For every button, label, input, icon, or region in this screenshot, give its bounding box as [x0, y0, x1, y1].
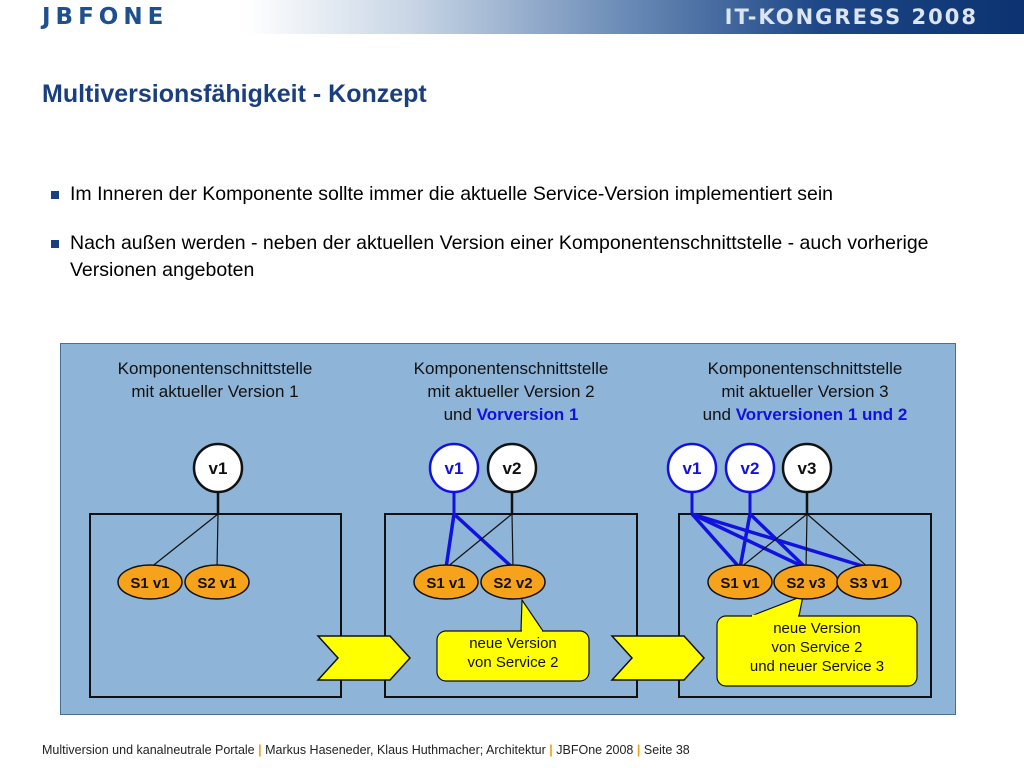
bullet-item: Im Inneren der Komponente sollte immer d… — [50, 181, 990, 208]
footer-event: JBFOne 2008 — [556, 743, 634, 757]
panel-caption: und Vorversion 1 — [444, 405, 579, 424]
footer-authors: Markus Haseneder, Klaus Huthmacher; Arch… — [265, 743, 546, 757]
service-label: S2 v2 — [493, 575, 532, 592]
slide-title: Multiversionsfähigkeit - Konzept — [42, 80, 427, 108]
version-circle — [781, 442, 833, 494]
version-circle — [724, 442, 776, 494]
note-text: und neuer Service 3 — [750, 658, 884, 675]
service-ellipse — [836, 564, 902, 600]
component-box — [89, 513, 342, 698]
bullet-list: Im Inneren der Komponente sollte immer d… — [50, 181, 990, 306]
footer-page: Seite 38 — [643, 743, 690, 757]
header-band — [0, 0, 1024, 34]
version-circle — [666, 442, 718, 494]
bullet-text: Im Inneren der Komponente sollte immer d… — [70, 183, 834, 205]
note-box — [436, 630, 590, 682]
connection-line — [805, 513, 808, 569]
version-label: v1 — [683, 459, 702, 478]
panel-caption: mit aktueller Version 1 — [131, 382, 298, 401]
connection-line — [691, 512, 807, 570]
connection-line — [216, 513, 219, 569]
version-circle — [486, 442, 538, 494]
transition-arrow-icon — [316, 635, 412, 681]
connection-line — [511, 513, 514, 569]
panel-caption: Komponentenschnittstelle — [708, 359, 903, 378]
service-label: S2 v3 — [786, 575, 825, 592]
connection-line — [739, 513, 808, 569]
square-bullet-icon — [51, 191, 59, 199]
note-text: neue Version — [773, 620, 861, 637]
connection-line — [806, 513, 870, 569]
version-circle — [192, 442, 244, 494]
footer-separator: | — [258, 743, 266, 757]
note-text: von Service 2 — [468, 654, 559, 671]
service-ellipse — [184, 564, 250, 600]
footer-topic: Multiversion und kanalneutrale Portale — [42, 743, 255, 757]
company-logo: JBFONE — [42, 4, 169, 30]
event-title: IT-KONGRESS 2008 — [724, 5, 978, 29]
version-label: v1 — [445, 459, 464, 478]
bullet-text: Nach außen werden - neben der aktuellen … — [70, 232, 929, 281]
connection-line — [690, 512, 742, 570]
version-label: v2 — [503, 459, 522, 478]
square-bullet-icon — [51, 240, 59, 248]
version-label: v3 — [798, 459, 817, 478]
version-label: v1 — [209, 459, 228, 478]
connection-line — [748, 512, 808, 570]
note-text: neue Version — [469, 635, 557, 652]
panel-caption: Komponentenschnittstelle — [118, 359, 313, 378]
component-box — [678, 513, 932, 698]
note-text: von Service 2 — [772, 639, 863, 656]
service-label: S2 v1 — [197, 575, 236, 592]
connection-line — [149, 513, 219, 569]
connection-line — [738, 513, 752, 569]
panel-caption: Komponentenschnittstelle — [414, 359, 609, 378]
connection-line — [452, 512, 515, 570]
transition-arrow-icon — [610, 635, 706, 681]
service-label: S3 v1 — [849, 575, 888, 592]
note-pointer — [520, 598, 545, 632]
note-pointer — [750, 595, 804, 617]
service-ellipse — [413, 564, 479, 600]
service-ellipse — [707, 564, 773, 600]
footer: Multiversion und kanalneutrale Portale |… — [42, 743, 690, 757]
connection-line — [445, 513, 513, 569]
diagram-canvas: Komponentenschnittstelle mit aktueller Ve… — [89, 359, 932, 698]
panel-caption: mit aktueller Version 3 — [721, 382, 888, 401]
footer-separator: | — [549, 743, 557, 757]
version-circle — [428, 442, 480, 494]
service-label: S1 v1 — [426, 575, 465, 592]
panel-caption: mit aktueller Version 2 — [427, 382, 594, 401]
note-box — [716, 615, 918, 687]
service-label: S1 v1 — [720, 575, 759, 592]
version-diagram: Komponentenschnittstelle mit aktueller Ve… — [60, 343, 956, 715]
bullet-item: Nach außen werden - neben der aktuellen … — [50, 230, 990, 284]
footer-separator: | — [636, 743, 644, 757]
connection-line — [444, 513, 456, 569]
service-ellipse — [117, 564, 183, 600]
service-label: S1 v1 — [130, 575, 169, 592]
version-label: v2 — [741, 459, 760, 478]
service-ellipse — [480, 564, 546, 600]
panel-caption: und Vorversionen 1 und 2 — [703, 405, 908, 424]
